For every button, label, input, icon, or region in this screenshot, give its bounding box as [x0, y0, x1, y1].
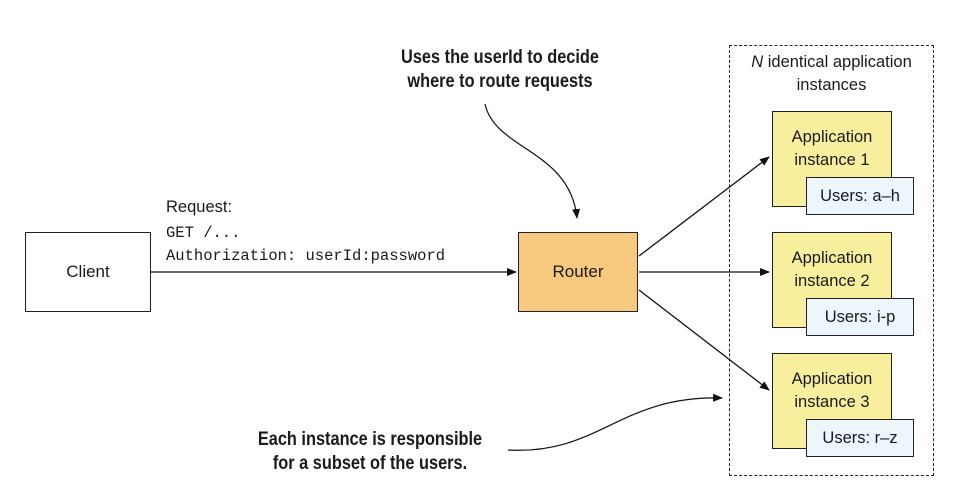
instance-1-users-label: Users: a–h — [820, 186, 900, 205]
instance-3-users-badge: Users: r–z — [806, 419, 914, 457]
instances-group-label: N identical application instances — [730, 51, 933, 97]
instance-2-users-label: Users: i-p — [824, 307, 896, 326]
instance-1-line2: instance 1 — [794, 151, 870, 169]
instance-3-line2: instance 3 — [794, 393, 870, 411]
instance-2-users-badge: Users: i-p — [806, 298, 914, 336]
request-label: Request: — [166, 198, 233, 216]
request-line-get: GET /... — [166, 224, 241, 242]
router-annotation-line2: where to route requests — [407, 71, 593, 92]
group-label-line2: instances — [796, 76, 867, 94]
instances-annotation-line2: for a subset of the users. — [272, 453, 468, 474]
router-label: Router — [552, 262, 604, 281]
instance-1-line1: Application — [791, 128, 873, 146]
instance-2-line1: Application — [791, 249, 873, 267]
router-box: Router — [518, 232, 638, 312]
instance-3-line1: Application — [791, 370, 873, 388]
request-line-authorization: Authorization: userId:password — [166, 247, 446, 265]
instance-3-users-label: Users: r–z — [822, 428, 898, 447]
group-label-rest: identical application — [763, 53, 912, 71]
instance-1-users-badge: Users: a–h — [806, 177, 914, 215]
instances-annotation-line1: Each instance is responsible — [257, 429, 483, 450]
router-to-instance-3-arrow — [638, 289, 770, 391]
router-to-instance-1-arrow — [638, 156, 770, 257]
instance-2-line2: instance 2 — [794, 272, 870, 290]
client-label: Client — [66, 262, 110, 281]
router-annotation-line1: Uses the userId to decide — [401, 47, 599, 68]
client-box: Client — [25, 232, 151, 312]
group-n-label: N — [751, 53, 764, 71]
top-note-pointer-arrow — [484, 103, 581, 219]
router-annotation: Uses the userId to decide where to route… — [345, 46, 655, 94]
bottom-note-pointer-arrow — [507, 393, 723, 451]
instances-annotation: Each instance is responsible for a subse… — [224, 428, 516, 476]
instances-group-boundary — [729, 45, 934, 476]
